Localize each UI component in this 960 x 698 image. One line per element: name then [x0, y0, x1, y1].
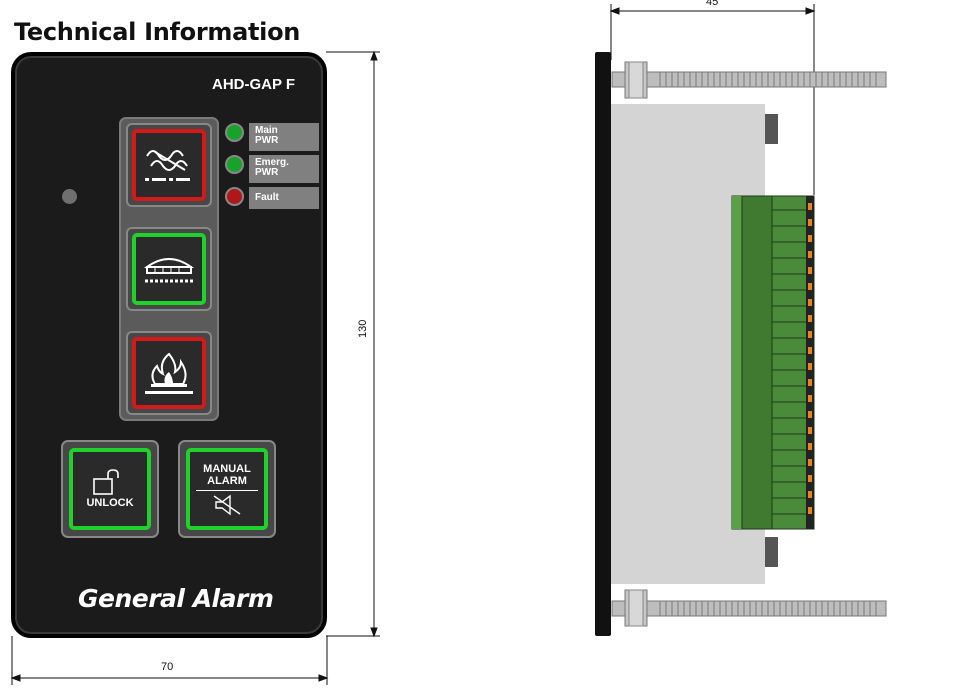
- manual-alarm-label-line1: MANUAL: [203, 462, 251, 475]
- divider: [196, 489, 258, 491]
- lifeboat-icon: [143, 258, 195, 283]
- status-led: [225, 123, 244, 142]
- led-label: Emerg. PWR: [249, 155, 319, 183]
- manual-alarm-button[interactable]: MANUAL ALARM: [178, 440, 276, 538]
- led-label-line1: Fault: [255, 192, 279, 203]
- height-dimension-value: 130: [357, 319, 369, 338]
- unlock-button-frame: UNLOCK: [69, 448, 151, 530]
- mute-speaker-icon: [213, 494, 241, 515]
- rear-stud: [765, 537, 778, 567]
- led-label-line2: PWR: [255, 135, 279, 146]
- padlock-open-icon: [93, 469, 119, 495]
- page-title: Technical Information: [14, 18, 301, 46]
- side-view: [595, 52, 887, 636]
- mounting-bolt: [611, 61, 887, 99]
- brand-label: General Alarm: [78, 584, 274, 613]
- led-label: Fault: [249, 187, 319, 209]
- led-label-line1: Main: [255, 125, 278, 136]
- manual-alarm-button-frame: MANUAL ALARM: [186, 448, 268, 530]
- fire-button[interactable]: [126, 331, 212, 415]
- terminal-block: [731, 195, 815, 530]
- mounting-bolt: [611, 589, 887, 627]
- mounting-hole: [62, 189, 77, 204]
- manual-alarm-label-line2: ALARM: [207, 474, 247, 487]
- height-dimension: [326, 50, 380, 638]
- abandon-ship-button[interactable]: [126, 123, 212, 207]
- depth-dimension-value: 45: [706, 0, 719, 8]
- width-dimension: [10, 636, 329, 685]
- width-dimension-value: 70: [161, 661, 174, 673]
- abandon-ship-button-frame: [132, 129, 206, 201]
- unlock-button[interactable]: UNLOCK: [61, 440, 159, 538]
- unlock-label: UNLOCK: [86, 497, 134, 509]
- status-led: [225, 187, 244, 206]
- model-label: AHD-GAP F: [212, 76, 296, 93]
- led-label-line2: PWR: [255, 167, 279, 178]
- lifeboat-button-frame: [132, 233, 206, 305]
- status-led: [225, 155, 244, 174]
- emergency-button-group: [119, 117, 219, 421]
- rear-stud: [765, 114, 778, 144]
- abandon-ship-icon: [145, 150, 190, 181]
- front-plate-edge: [595, 52, 611, 636]
- depth-dimension: [609, 4, 816, 195]
- led-label-line1: Emerg.: [255, 157, 289, 168]
- fire-button-frame: [132, 337, 206, 409]
- lifeboat-button[interactable]: [126, 227, 212, 311]
- fire-icon: [145, 352, 193, 394]
- led-label: Main PWR: [249, 123, 319, 151]
